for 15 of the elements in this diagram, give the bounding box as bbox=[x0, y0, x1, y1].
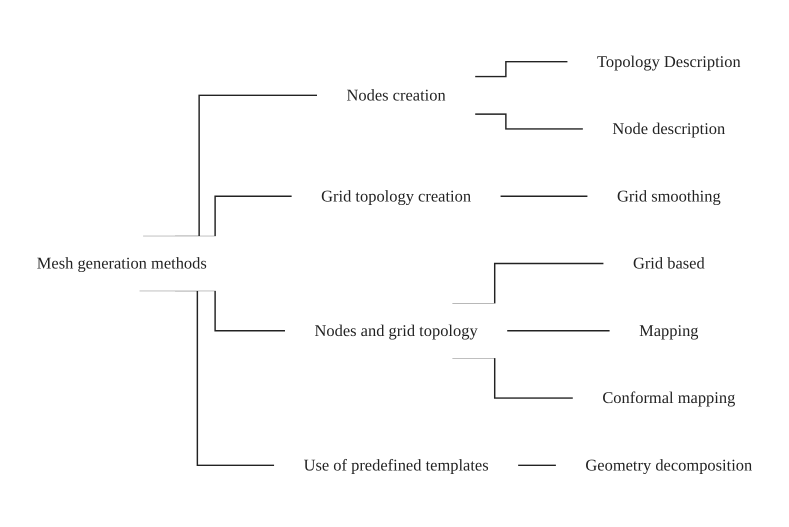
node-text: Conformal mapping bbox=[602, 388, 736, 407]
node-text: Use of predefined templates bbox=[304, 456, 489, 474]
node-text: Node description bbox=[612, 120, 726, 138]
node-text: Topology Description bbox=[596, 52, 741, 71]
node-text: Grid smoothing bbox=[616, 186, 721, 206]
node-text: Grid based bbox=[632, 254, 705, 272]
connector bbox=[474, 60, 568, 78]
node-text: Geometry decomposition bbox=[585, 456, 752, 474]
connector bbox=[518, 464, 556, 466]
connector bbox=[500, 196, 588, 197]
node-text: Grid topology creation bbox=[321, 186, 472, 206]
connector bbox=[474, 113, 584, 130]
connector bbox=[506, 330, 610, 332]
node-text: Mapping bbox=[639, 321, 699, 340]
node-text: Nodes creation bbox=[346, 86, 446, 104]
